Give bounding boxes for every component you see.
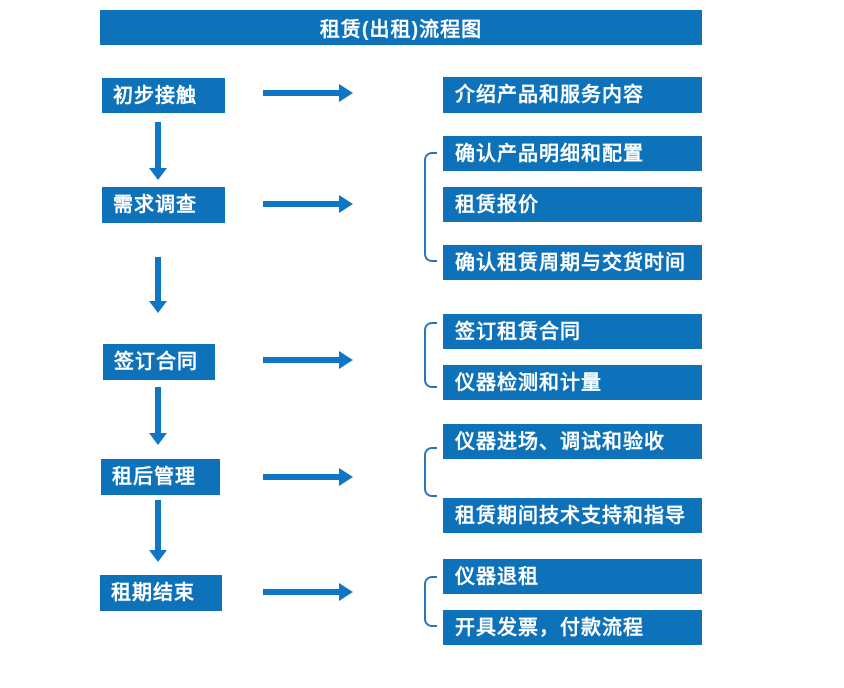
group-bracket bbox=[424, 152, 437, 262]
step-box-initial-contact: 初步接触 bbox=[102, 78, 225, 113]
right-arrow-icon bbox=[263, 583, 353, 601]
output-box-introduce-products: 介绍产品和服务内容 bbox=[443, 77, 702, 113]
right-arrow-shaft bbox=[263, 474, 339, 480]
down-arrow-icon bbox=[149, 257, 167, 313]
step-box-rental-end: 租期结束 bbox=[100, 575, 222, 611]
down-arrow-head bbox=[149, 301, 167, 313]
down-arrow-head bbox=[149, 433, 167, 445]
right-arrow-icon bbox=[263, 84, 353, 102]
right-arrow-head bbox=[339, 195, 353, 213]
down-arrow-shaft bbox=[155, 122, 161, 168]
output-box-confirm-details-config: 确认产品明细和配置 bbox=[443, 136, 702, 171]
output-box-confirm-period-delivery: 确认租赁周期与交货时间 bbox=[443, 245, 702, 280]
group-bracket bbox=[424, 322, 437, 388]
flow-title: 租赁(出租)流程图 bbox=[100, 10, 702, 45]
right-arrow-head bbox=[339, 583, 353, 601]
output-box-tech-support: 租赁期间技术支持和指导 bbox=[443, 498, 702, 533]
step-box-demand-survey: 需求调查 bbox=[102, 187, 225, 223]
output-box-instrument-return: 仪器退租 bbox=[443, 559, 702, 594]
right-arrow-head bbox=[339, 351, 353, 369]
group-bracket bbox=[424, 447, 437, 497]
right-arrow-icon bbox=[263, 351, 353, 369]
output-box-rental-quote: 租赁报价 bbox=[443, 187, 702, 222]
right-arrow-icon bbox=[263, 468, 353, 486]
right-arrow-shaft bbox=[263, 201, 339, 207]
group-bracket bbox=[424, 576, 437, 627]
right-arrow-icon bbox=[263, 195, 353, 213]
step-box-post-rental-management: 租后管理 bbox=[101, 459, 220, 495]
down-arrow-shaft bbox=[155, 257, 161, 301]
right-arrow-shaft bbox=[263, 90, 339, 96]
down-arrow-icon bbox=[149, 122, 167, 180]
right-arrow-head bbox=[339, 468, 353, 486]
output-box-instrument-setup-acceptance: 仪器进场、调试和验收 bbox=[443, 424, 702, 459]
step-box-sign-contract: 签订合同 bbox=[103, 344, 215, 380]
down-arrow-icon bbox=[149, 387, 167, 445]
down-arrow-shaft bbox=[155, 500, 161, 550]
down-arrow-icon bbox=[149, 500, 167, 562]
right-arrow-shaft bbox=[263, 589, 339, 595]
down-arrow-shaft bbox=[155, 387, 161, 433]
down-arrow-head bbox=[149, 550, 167, 562]
output-box-invoice-payment: 开具发票，付款流程 bbox=[443, 610, 702, 645]
down-arrow-head bbox=[149, 168, 167, 180]
right-arrow-head bbox=[339, 84, 353, 102]
right-arrow-shaft bbox=[263, 357, 339, 363]
output-box-instrument-testing: 仪器检测和计量 bbox=[443, 365, 702, 400]
output-box-sign-rental-contract: 签订租赁合同 bbox=[443, 314, 702, 349]
